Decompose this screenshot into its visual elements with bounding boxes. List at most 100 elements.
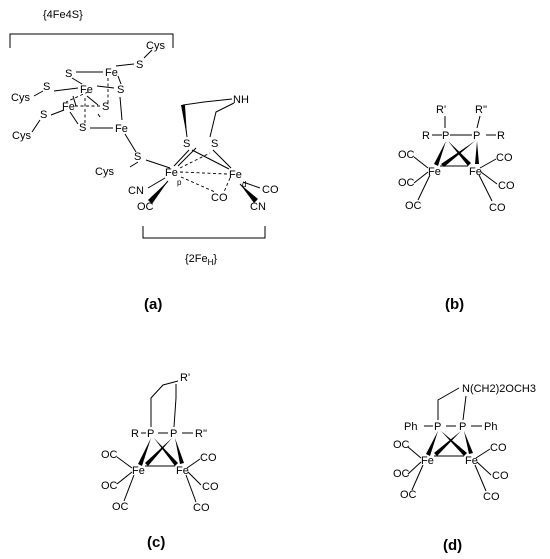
- phenyl-substituent: Ph: [404, 421, 417, 433]
- panel-c: R' R P P R'' Fe Fe OC OC OC CO CO CO (c): [101, 372, 219, 551]
- oc-ligand: OC: [393, 468, 410, 480]
- fe-fe-dashed-bonds: [179, 152, 231, 193]
- s-atom: S: [134, 151, 141, 163]
- carbonyl-bonds: [116, 456, 202, 503]
- r-prime-substituent: R': [436, 104, 446, 116]
- co-ligand: CO: [202, 481, 219, 493]
- p-atom: P: [170, 428, 177, 440]
- r-double-prime-substituent: R'': [195, 428, 207, 440]
- subcluster-2feh-label: {2FeH}: [185, 253, 217, 267]
- phosphine-and-fe-fe-bonds: [432, 115, 496, 167]
- nh-group: NH: [233, 94, 249, 106]
- p-atom: P: [442, 130, 449, 142]
- panel-a-label: (a): [144, 296, 162, 313]
- r-substituent: R: [422, 130, 430, 142]
- fe-atom: Fe: [62, 101, 75, 113]
- panel-b: R' R'' R P P R Fe Fe OC OC OC CO CO CO (…: [398, 104, 515, 313]
- s-atom: S: [117, 84, 124, 96]
- fe-proximal: Fe: [165, 167, 178, 179]
- cn-wedge: [240, 184, 258, 203]
- p-atom: P: [147, 428, 154, 440]
- amine-substituent: N(CH2)2OCH3: [462, 383, 536, 395]
- cn-ligand: CN: [128, 185, 144, 197]
- fe-atom: Fe: [115, 123, 128, 135]
- co-bridging-ligand: CO: [211, 192, 228, 204]
- carbonyl-bonds: [413, 156, 498, 202]
- cys-ligand: Cys: [95, 166, 114, 178]
- fe-proximal-subscript: p: [177, 178, 182, 187]
- fe-atom: Fe: [176, 465, 189, 477]
- co-ligand: CO: [492, 470, 509, 482]
- cubane-back-bonds: [65, 78, 109, 126]
- s-atom: S: [211, 138, 218, 150]
- subcluster-2feh-bracket: [142, 226, 266, 239]
- carbonyl-bonds: [407, 446, 492, 492]
- s-atom: S: [43, 81, 50, 93]
- oc-ligand: OC: [112, 501, 129, 513]
- diphosphine-bridge-bonds: [141, 380, 193, 467]
- p-fe-wedge: [154, 438, 178, 466]
- oc-ligand: OC: [398, 177, 415, 189]
- co-ligand: CO: [200, 452, 217, 464]
- s-atom: S: [40, 109, 47, 121]
- fe-distal: Fe: [229, 169, 242, 181]
- s-atom: S: [65, 68, 72, 80]
- oc-ligand: OC: [101, 480, 118, 492]
- cys-ligand: Cys: [11, 92, 30, 104]
- adt-bridge-bonds: [182, 98, 235, 138]
- p-atom: P: [459, 421, 466, 433]
- p-fe-wedge: [145, 438, 172, 466]
- cubane-bonds: [69, 71, 123, 129]
- cluster-4fe4s-label: {4Fe4S}: [43, 9, 83, 21]
- cysteine-bonds: [31, 49, 171, 169]
- panel-b-label: (b): [445, 296, 464, 313]
- co-ligand: CO: [496, 152, 513, 164]
- adt-wedge: [181, 105, 187, 137]
- fe-atom: Fe: [465, 455, 478, 467]
- p-atom: P: [434, 421, 441, 433]
- co-ligand: CO: [483, 491, 500, 503]
- panel-a: {4Fe4S} Fe Fe Fe Fe S S S S S Cys S Cys …: [9, 9, 279, 313]
- r-prime-substituent: R': [180, 372, 190, 384]
- fe-atom: Fe: [132, 465, 145, 477]
- p-fe-wedge: [175, 438, 184, 464]
- co-ligand: CO: [262, 184, 279, 196]
- fe-s-bonds: [173, 147, 232, 170]
- oc-ligand: OC: [393, 439, 410, 451]
- phenyl-substituent: Ph: [484, 421, 497, 433]
- cluster-4fe4s-bracket: [9, 33, 174, 48]
- r-substituent: R: [497, 130, 505, 142]
- p-fe-wedge: [434, 431, 461, 456]
- panel-d-label: (d): [443, 537, 462, 554]
- fe-distal-subscript: d: [242, 180, 246, 189]
- oc-ligand: OC: [137, 201, 154, 213]
- p-fe-wedge: [138, 438, 151, 466]
- oc-ligand: OC: [405, 200, 422, 212]
- p-fe-wedge: [464, 431, 473, 454]
- s-atom: S: [136, 59, 143, 71]
- aminomethyl-bridge-bonds: [424, 387, 482, 457]
- p-fe-wedge: [426, 431, 438, 456]
- s-atom: S: [79, 122, 86, 134]
- p-fe-wedge: [475, 141, 479, 164]
- co-ligand: CO: [490, 442, 507, 454]
- cn-ligand: CN: [250, 201, 266, 213]
- cys-ligand: Cys: [12, 130, 31, 142]
- co-ligand: CO: [498, 180, 515, 192]
- r-double-prime-substituent: R'': [475, 104, 487, 116]
- r-substituent: R: [131, 428, 139, 440]
- panel-c-label: (c): [147, 534, 165, 551]
- oc-ligand: OC: [398, 149, 415, 161]
- s-atom: S: [102, 101, 109, 113]
- fe-atom: Fe: [421, 455, 434, 467]
- cys-ligand: Cys: [146, 40, 165, 52]
- fe-atom: Fe: [469, 166, 482, 178]
- co-ligand: CO: [193, 502, 210, 514]
- co-ligand: CO: [489, 202, 506, 214]
- terminal-ligand-bonds: [147, 177, 261, 203]
- oc-ligand: OC: [400, 489, 417, 501]
- fe-atom: Fe: [105, 67, 118, 79]
- fe-atom: Fe: [80, 84, 93, 96]
- p-fe-wedge: [441, 431, 467, 456]
